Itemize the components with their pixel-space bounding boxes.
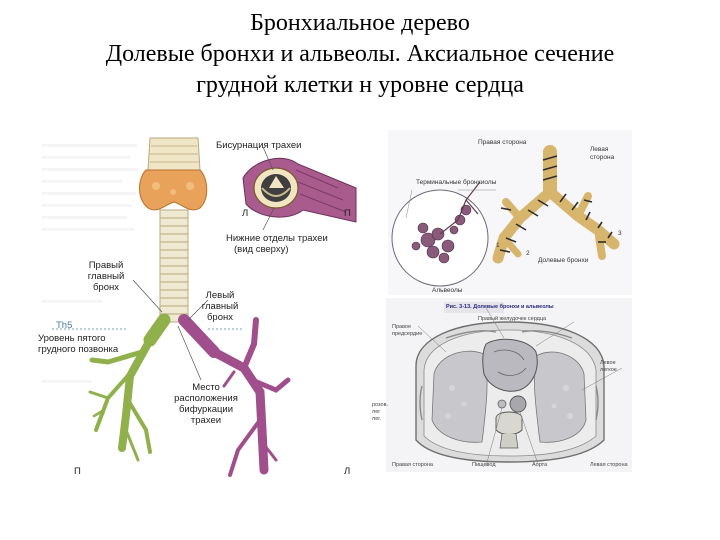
bifurcation-inset — [242, 146, 357, 231]
title-line-3: грудной клетки н уровне сердца — [196, 72, 524, 98]
label-vertebra-level: Уровень пятого грудного позвонка — [38, 333, 119, 355]
title-line-1: Бронхиальное дерево — [250, 10, 470, 36]
heart — [482, 338, 538, 392]
label-aorta: Аорта — [532, 462, 548, 468]
label-esophagus: Пищевод — [472, 462, 496, 468]
label-lower-trachea-1: Нижние отделы трахеи — [226, 233, 328, 244]
lobar-bronchi-illustration: Правая сторона Левая сторона Терминальны… — [388, 130, 632, 295]
right-bronchus — [88, 313, 171, 462]
trachea — [159, 209, 189, 323]
left-edge-label: розов. лег лег. — [372, 402, 389, 422]
label-lobar-bronchi: Долевые бронхи — [538, 257, 589, 264]
letter-l-inset: Л — [242, 208, 249, 219]
letter-l-bottom: Л — [344, 466, 351, 477]
label-right-bronchus: Правый главный бронх — [87, 260, 125, 293]
left-lung — [533, 351, 587, 443]
label-th5: Th5 — [56, 320, 73, 331]
num-3: 3 — [618, 230, 622, 237]
label-left-bronchus: Левый главный бронх — [201, 290, 239, 323]
label-right-side-bottom: Правая сторона — [392, 462, 433, 468]
label-bifurcation-place: Место расположения бифуркации трахеи — [174, 382, 238, 426]
aorta — [509, 395, 527, 413]
label-left-side-bottom: Левая сторона — [590, 462, 628, 468]
label-alveoli: Альвеолы — [432, 287, 463, 294]
label-bifurcation: Бисурнация трахеи — [216, 140, 302, 151]
left-bronchus — [178, 314, 291, 477]
label-right-side-top: Правая сторона — [478, 139, 527, 146]
label-left-side-top: Левая сторона — [590, 146, 615, 161]
label-lower-trachea-2: (вид сверху) — [234, 244, 289, 255]
lobar-bronchi-tree — [492, 145, 620, 264]
slide-title: Бронхиальное дерево Долевые бронхи и аль… — [20, 8, 700, 101]
letter-p-inset: П — [344, 208, 351, 219]
num-1: 1 — [496, 242, 500, 249]
label-terminal-bronchioles: Терминальные бронхиолы — [416, 179, 497, 186]
trachea-illustration: Бисурнация трахеи Нижние отделы трахеи (… — [38, 130, 358, 485]
label-right-atrium: Правое предсердие — [392, 324, 423, 337]
label-right-ventricle: Правый желудочек сердца — [478, 316, 547, 322]
axial-section-drawing — [415, 302, 623, 467]
right-lung — [431, 350, 488, 443]
title-line-2: Долевые бронхи и альвеолы. Аксиальное се… — [105, 41, 615, 67]
letter-p-bottom: П — [74, 466, 81, 477]
esophagus — [497, 399, 507, 409]
axial-section-illustration: Рис. 3-13. Долевые бронхи и альвеолы Пра… — [386, 298, 632, 472]
lobar-bronchi-drawing — [391, 145, 620, 287]
trachea-drawing — [42, 137, 357, 477]
alveoli-cluster — [411, 204, 472, 264]
num-2: 2 — [526, 250, 530, 257]
figure-caption: Рис. 3-13. Долевые бронхи и альвеолы — [446, 304, 554, 310]
label-left-lung: Левое легкое — [600, 360, 617, 373]
vertebra — [495, 411, 523, 435]
